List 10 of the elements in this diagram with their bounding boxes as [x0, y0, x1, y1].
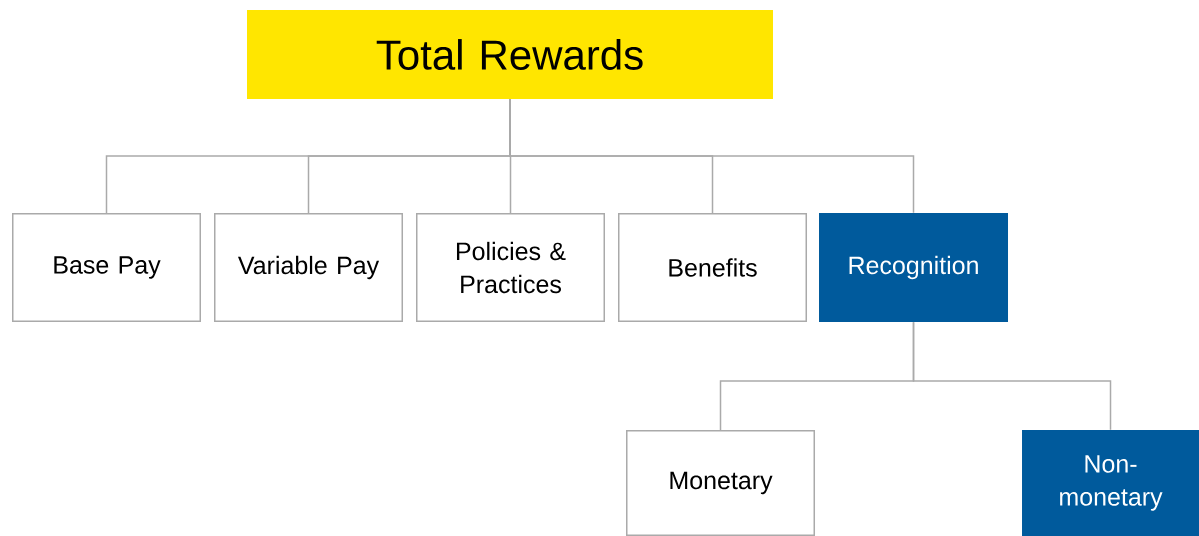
connector-line: [912, 321, 1112, 431]
title-box: Total Rewards: [247, 10, 773, 99]
category-box: Variable Pay: [214, 213, 403, 322]
connector-line: [509, 98, 915, 214]
category-box: Policies & Practices: [416, 213, 605, 322]
category-box: Base Pay: [12, 213, 201, 322]
category-box: Benefits: [618, 213, 807, 322]
subcategory-box: Non-monetary: [1022, 430, 1199, 536]
category-box: Recognition: [819, 213, 1008, 322]
subcategory-box: Monetary: [626, 430, 815, 536]
